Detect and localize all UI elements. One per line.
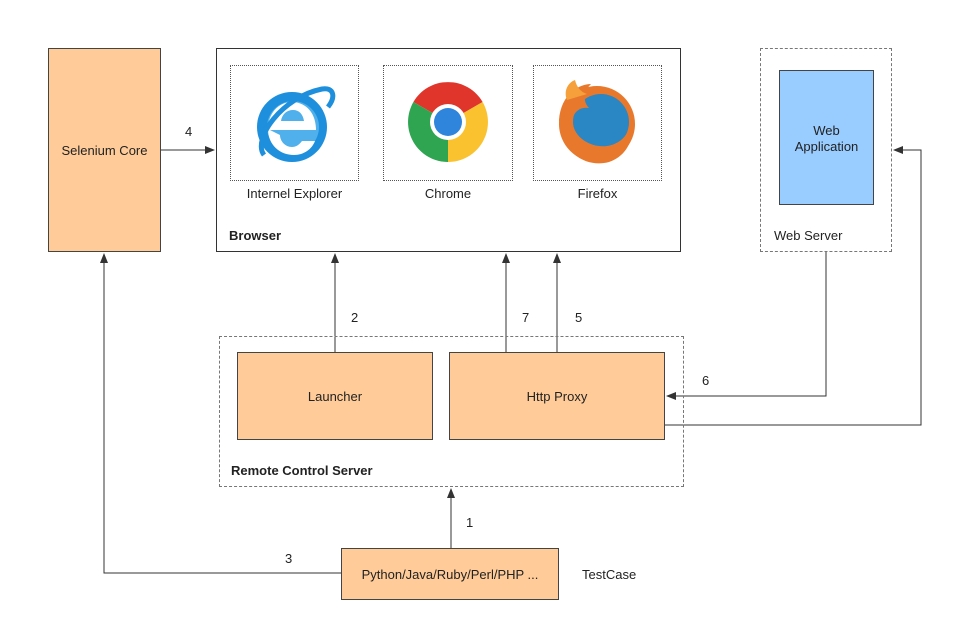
edge-6-line [666, 252, 827, 400]
web-application-box: Web Application [779, 70, 874, 205]
chrome-label: Chrome [424, 186, 472, 201]
web-application-label: Web Application [794, 123, 859, 154]
edge-3-line [100, 253, 341, 574]
testcase-label: TestCase [582, 567, 637, 582]
edge-5-label: 5 [575, 310, 583, 325]
http-proxy-label: Http Proxy [526, 388, 588, 404]
web-server-label: Web Server [774, 228, 843, 243]
web-server-container [760, 48, 892, 252]
chrome-frame [383, 65, 513, 181]
edge-3-label: 3 [285, 551, 293, 566]
ie-frame [230, 65, 359, 181]
ie-label: Internel Explorer [246, 186, 343, 201]
edge-proxy-webserver-line [665, 146, 922, 426]
test-code-box: Python/Java/Ruby/Perl/PHP ... [341, 548, 559, 600]
edge-1-label: 1 [466, 515, 474, 530]
firefox-frame [533, 65, 662, 181]
selenium-core-label: Selenium Core [61, 142, 148, 158]
launcher-box: Launcher [237, 352, 433, 440]
selenium-core-box: Selenium Core [48, 48, 161, 252]
edge-7-label: 7 [522, 310, 530, 325]
remote-control-server-label: Remote Control Server [231, 463, 373, 478]
edge-6-label: 6 [702, 373, 710, 388]
edge-4-label: 4 [185, 124, 193, 139]
browser-label: Browser [229, 228, 282, 243]
firefox-label: Firefox [577, 186, 618, 201]
edge-2-label: 2 [351, 310, 359, 325]
http-proxy-box: Http Proxy [449, 352, 665, 440]
remote-control-server-container [219, 336, 684, 487]
launcher-label: Launcher [307, 388, 363, 404]
test-code-label: Python/Java/Ruby/Perl/PHP ... [361, 566, 539, 582]
